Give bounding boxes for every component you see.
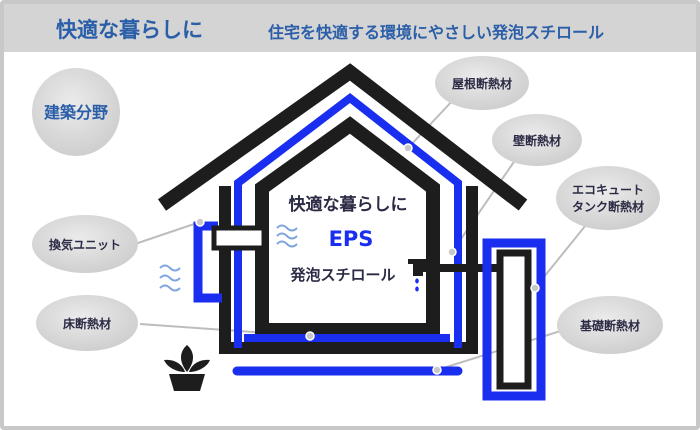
airflow-waves-right	[276, 224, 298, 248]
bubble-roof	[435, 56, 529, 110]
ventilation-box	[211, 225, 267, 251]
bubble-foundation	[557, 296, 663, 354]
label-ecocute-line2: タンク断熱材	[572, 199, 644, 214]
callout-dots	[195, 143, 540, 375]
label-ventilation-unit: 換気ユニット	[49, 237, 121, 252]
field-bubble	[32, 68, 120, 156]
house-text-eps: EPS	[329, 227, 374, 251]
bubble-wall	[492, 114, 582, 166]
outer-roof	[157, 63, 528, 211]
field-label: 建築分野	[44, 103, 108, 122]
house-text-line1: 快適な暮らしに	[289, 194, 408, 215]
tank-insulation	[482, 238, 546, 401]
header-subtitle: 住宅を快適する環境にやさしい発泡スチロール	[268, 23, 605, 42]
bubble-ecocute	[556, 166, 660, 230]
label-ecocute-line1: エコキュート	[572, 183, 644, 197]
ecocute-tank	[496, 249, 532, 390]
label-foundation-insulation: 基礎断熱材	[579, 318, 640, 333]
plant-icon	[164, 345, 210, 391]
header-title: 快適な暮らしに	[56, 18, 203, 42]
faucet-icon	[413, 263, 423, 276]
label-wall-insulation: 壁断熱材	[513, 133, 561, 148]
house-text-line3: 発泡スチロール	[289, 266, 395, 284]
bubble-floor	[36, 295, 138, 351]
water-drops	[415, 278, 419, 292]
bubble-ventilation	[32, 215, 138, 273]
label-roof-insulation: 屋根断熱材	[452, 76, 512, 91]
header-bar: 快適な暮らしに 住宅を快適する環境にやさしい発泡スチロール	[4, 4, 696, 52]
ventilation-duct	[193, 221, 222, 303]
airflow-waves-left	[159, 264, 181, 292]
label-floor-insulation: 床断熱材	[63, 316, 111, 331]
